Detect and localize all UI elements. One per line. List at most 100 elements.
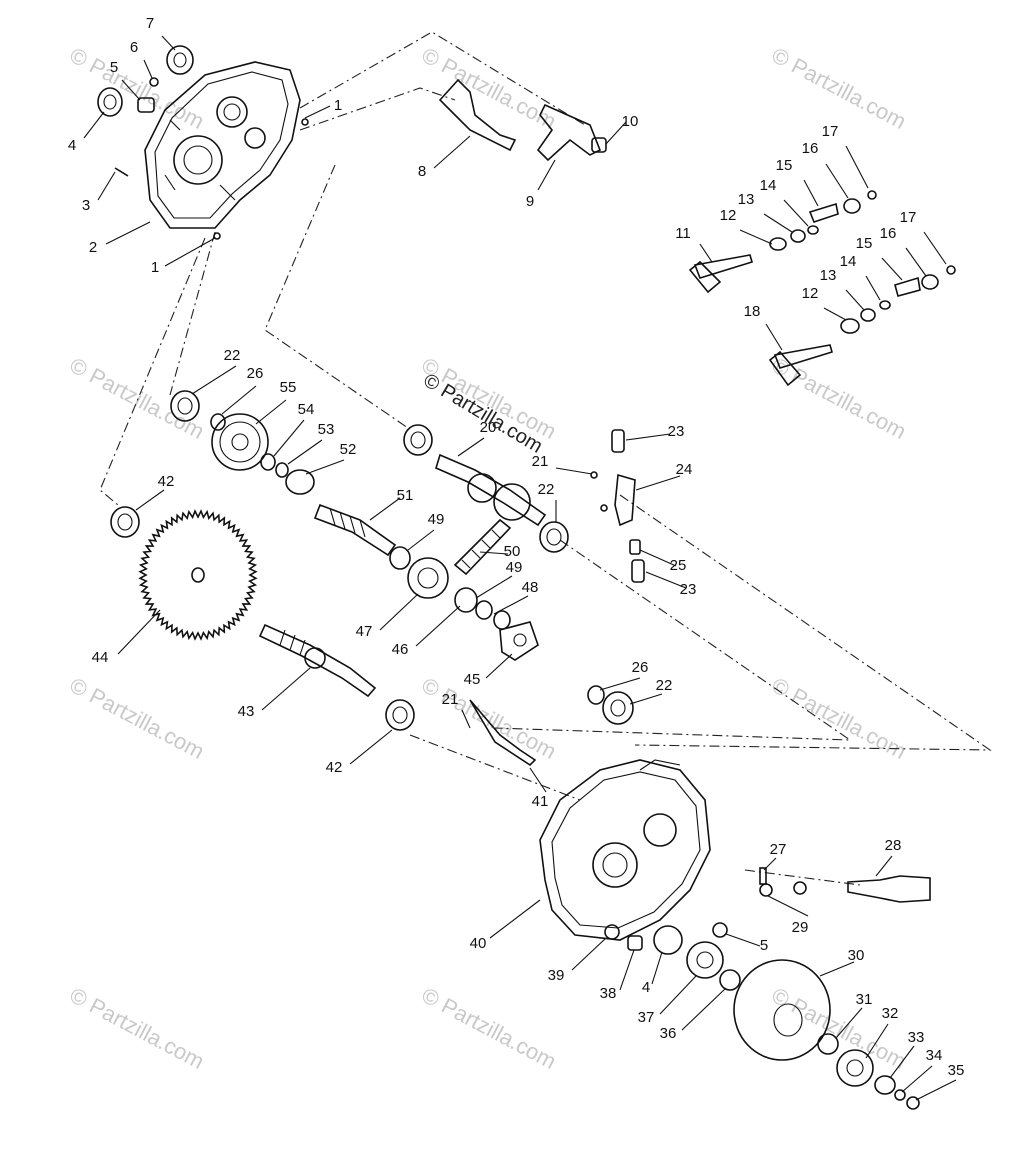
dowel-1 [301,118,309,126]
leader-line-c30 [819,961,855,977]
callout-c42b: 42 [326,759,343,776]
callout-c5a: 5 [110,59,118,76]
leader-line-c40 [489,899,541,939]
watermark-text: © Partzilla.com [418,982,561,1074]
leader-line-c6 [143,59,153,79]
shift-arm-upper [688,190,877,294]
callout-c2: 2 [89,239,97,256]
callout-c29: 29 [792,919,809,936]
callout-c9: 9 [526,193,534,210]
callout-c15a: 15 [776,157,793,174]
bearing-42b [385,699,415,731]
leader-line-c16a [825,163,849,199]
leader-line-c16b [905,247,927,277]
callout-c33: 33 [908,1029,925,1046]
lower-parts [604,867,931,1110]
seal-7 [166,45,194,75]
leader-line-c49b [475,575,513,599]
callout-c52: 52 [340,441,357,458]
watermark-text: © Partzilla.com [66,982,209,1074]
callout-c49b: 49 [506,559,523,576]
leader-line-c45 [485,653,513,679]
leader-line-c52 [305,459,345,475]
dowel-1b [213,232,221,240]
leader-line-c20 [457,437,485,457]
right-crankcase-half [539,759,711,941]
callout-c16b: 16 [880,225,897,242]
callout-c22c: 22 [656,677,673,694]
callout-c20: 20 [480,419,497,436]
leader-line-c51 [369,497,401,521]
leader-line-c48 [493,595,529,615]
callout-c36: 36 [660,1025,677,1042]
callout-c14a: 14 [760,177,777,194]
leader-line-c12b [823,307,847,321]
leader-line-c22a [191,365,237,395]
callout-c51: 51 [397,487,414,504]
callout-c13b: 13 [820,267,837,284]
callout-c53: 53 [318,421,335,438]
leader-line-c53 [287,439,323,465]
leader-line-c1b [164,237,216,267]
leader-line-c11 [699,243,713,263]
callout-c15b: 15 [856,235,873,252]
callout-c50: 50 [504,543,521,560]
pin-6 [149,77,159,87]
leader-line-c26b [599,677,641,691]
leader-line-c46 [415,605,461,647]
chain-and-sprockets [389,518,539,661]
leader-line-c15a [803,179,819,207]
callout-c17a: 17 [822,123,839,140]
leader-line-c55 [255,399,287,425]
leader-line-c18 [765,323,783,351]
callout-c47: 47 [356,623,373,640]
callout-c24: 24 [676,461,693,478]
leader-line-c1a [304,105,331,119]
leader-line-c14b [865,275,881,301]
input-shaft-assembly [170,390,397,557]
countershaft-assembly [403,424,569,553]
callout-c23a: 23 [668,423,685,440]
callout-c55: 55 [280,379,297,396]
callout-c37: 37 [638,1009,655,1026]
callout-c49a: 49 [428,511,445,528]
callout-c34: 34 [926,1047,943,1064]
leader-line-c50 [479,551,509,555]
leader-line-c3 [97,171,116,201]
callout-c18: 18 [744,303,761,320]
watermark-text: © Partzilla.com [768,42,911,134]
leader-line-c13b [845,289,865,311]
gear-teeth [138,509,258,641]
callout-c5b: 5 [760,937,768,954]
shift-arm-lower [768,265,956,387]
callout-c46: 46 [392,641,409,658]
leader-line-c37 [659,975,697,1015]
leader-line-c28 [875,855,893,877]
callout-c30: 30 [848,947,865,964]
leader-line-c23b [645,571,687,589]
callout-c10: 10 [622,113,639,130]
callout-c12b: 12 [802,285,819,302]
callout-leaders [83,35,957,1101]
callout-c39: 39 [548,967,565,984]
callout-c22a: 22 [224,347,241,364]
watermark-text: © Partzilla.com [418,672,561,764]
leader-line-c39 [571,937,607,971]
callout-c12a: 12 [720,207,737,224]
bearing-42 [110,506,140,538]
callout-c42a: 42 [158,473,175,490]
bushing-5 [137,97,155,113]
leader-line-c31 [835,1007,863,1039]
leader-line-c5b [725,933,761,947]
callout-c32: 32 [882,1005,899,1022]
callout-c21b: 21 [442,691,459,708]
callout-c26a: 26 [247,365,264,382]
leader-line-c27 [763,857,777,871]
callout-c28: 28 [885,837,902,854]
callout-c44: 44 [92,649,109,666]
callout-c25: 25 [670,557,687,574]
callout-c16a: 16 [802,140,819,157]
leader-line-c13a [763,213,793,233]
callout-c3: 3 [82,197,90,214]
